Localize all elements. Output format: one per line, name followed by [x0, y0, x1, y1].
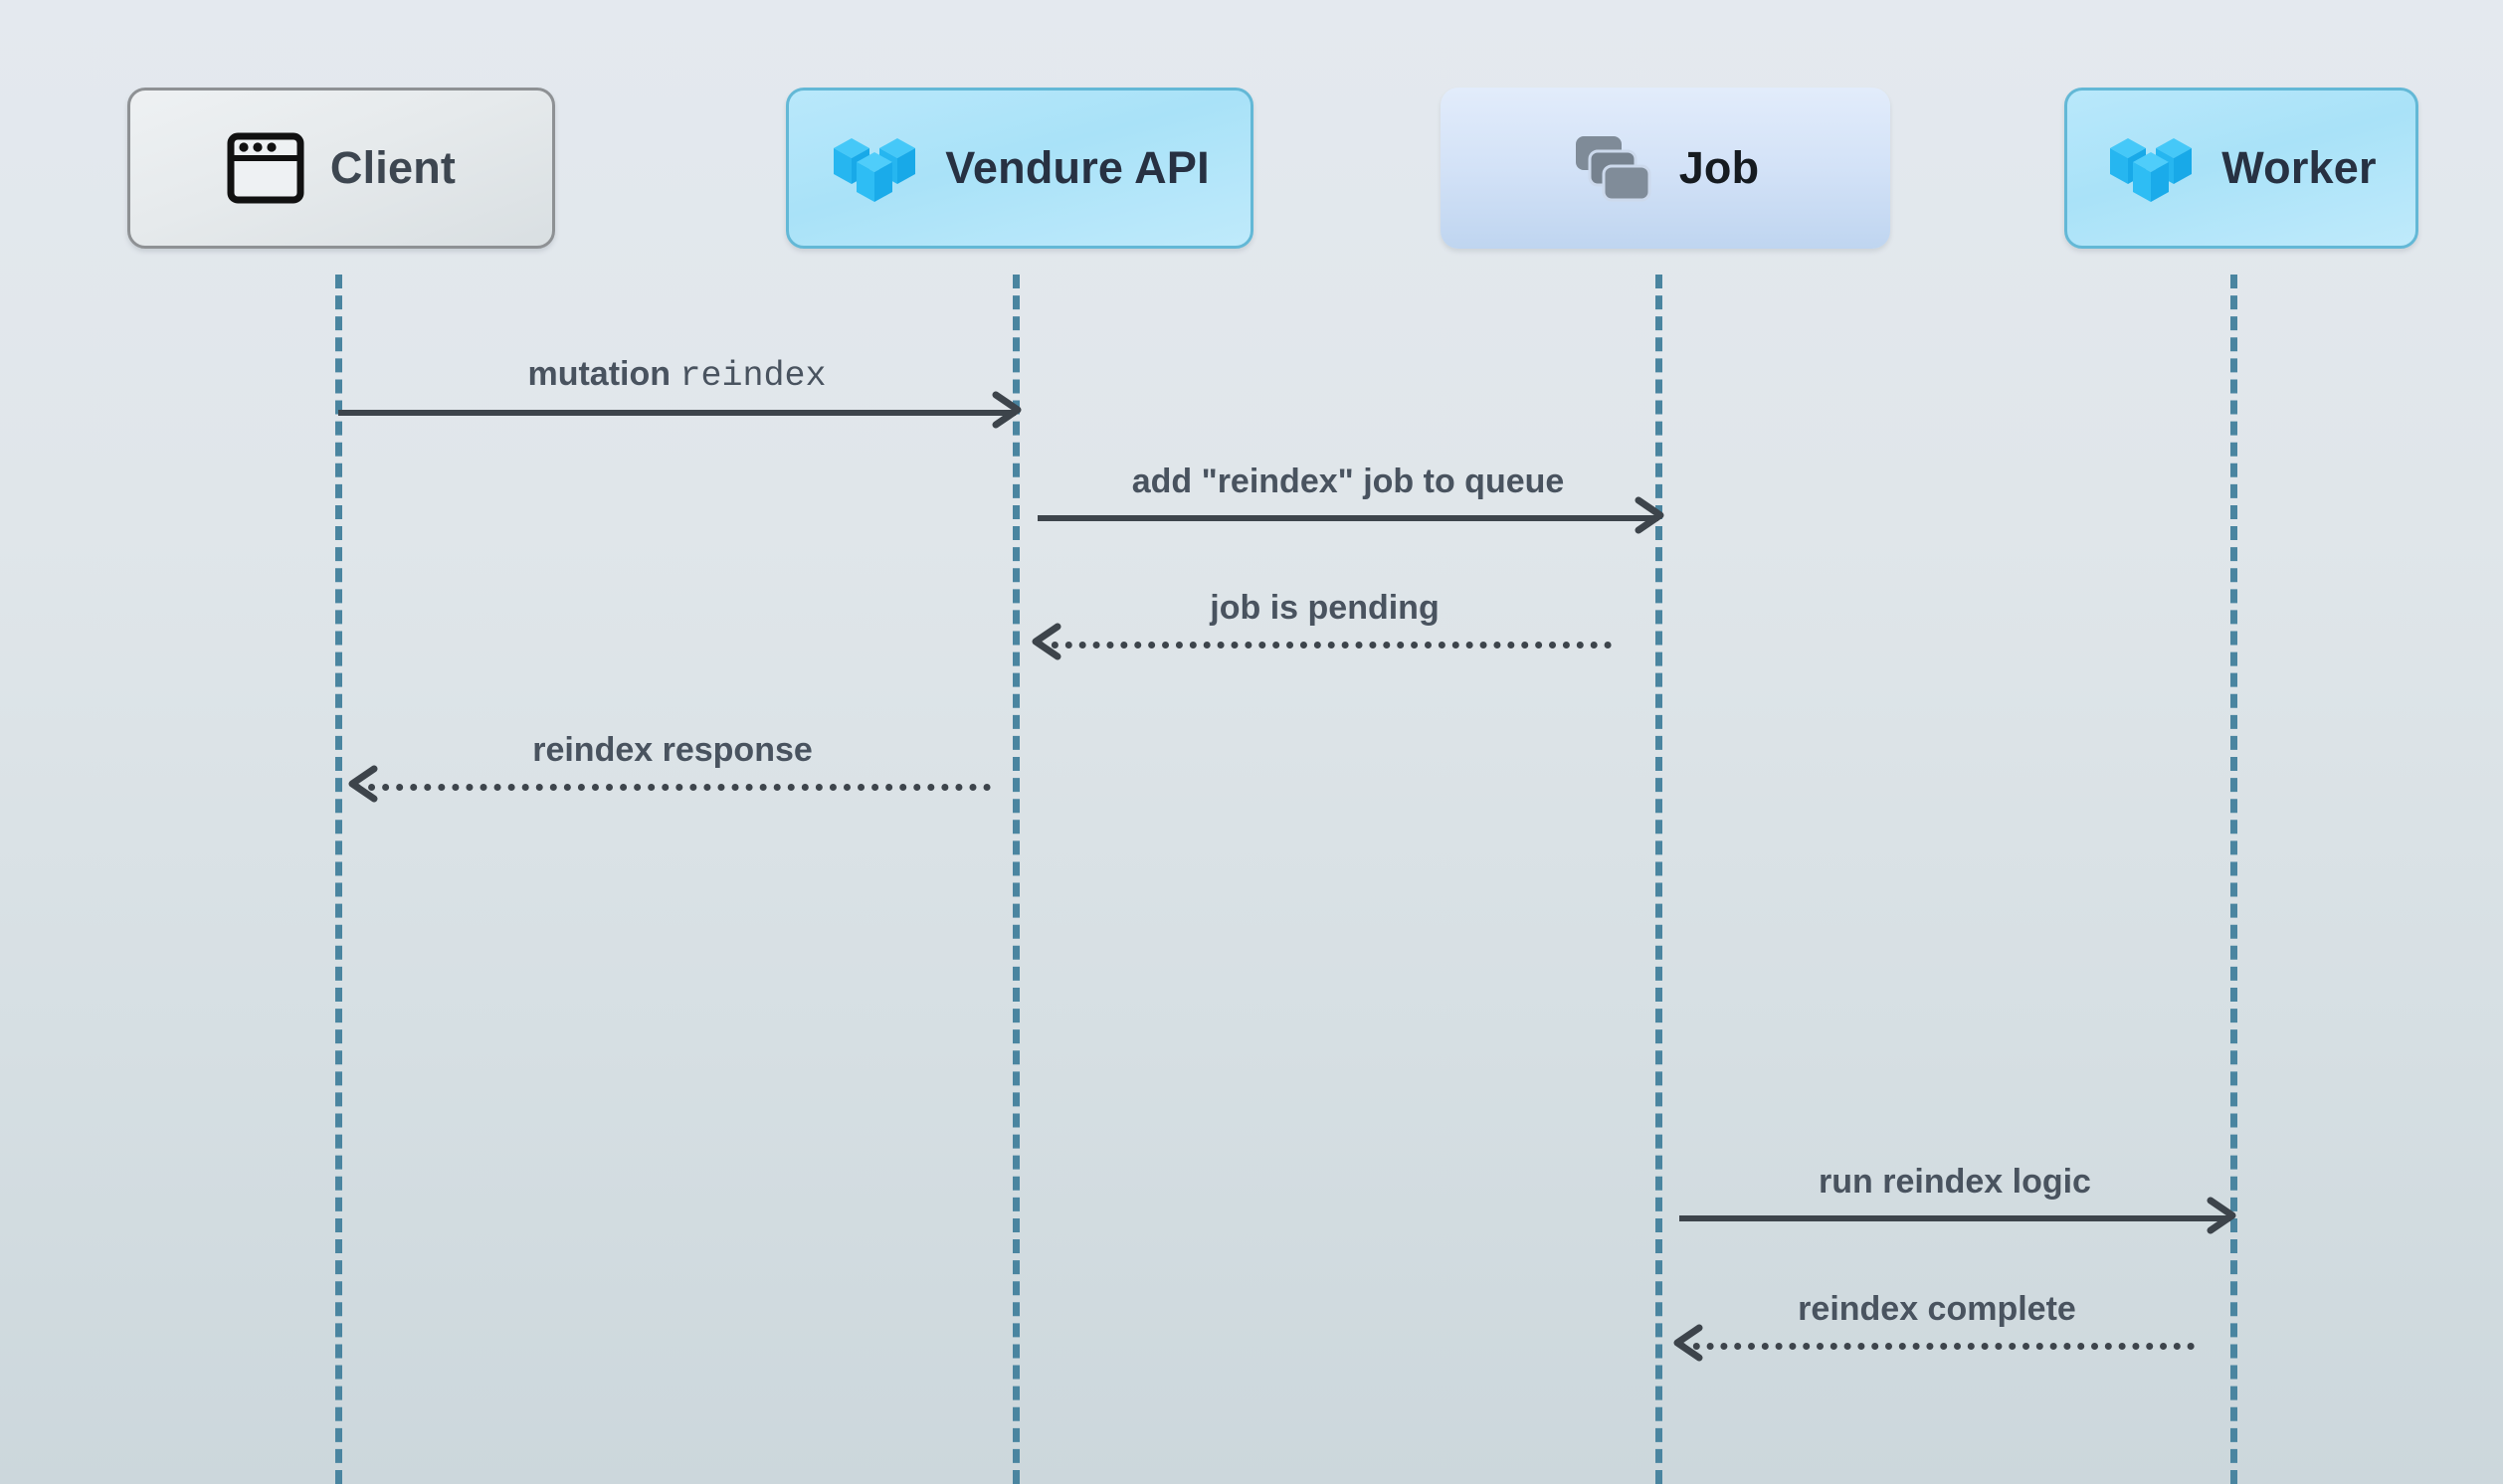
participant-label-job: Job [1678, 142, 1760, 193]
message-line [1679, 1343, 2195, 1350]
message-line [338, 410, 1016, 416]
message-label: reindex response [532, 731, 813, 769]
participant-label-worker: Worker [2221, 142, 2377, 193]
message-label: run reindex logic [1819, 1163, 2091, 1201]
arrowhead-left-icon [1673, 1324, 1703, 1362]
message-label-part-text: mutation [527, 355, 672, 393]
arrowhead-right-icon [1635, 496, 1664, 534]
message-label: add "reindex" job to queue [1131, 463, 1565, 500]
message-label: reindex complete [1798, 1290, 2076, 1328]
participant-label-vendure-api: Vendure API [945, 142, 1210, 193]
message-line [354, 784, 991, 791]
participant-box-worker[interactable]: Worker [2064, 88, 2418, 249]
message-label-part-code: reindex [679, 356, 827, 396]
participant-box-vendure-api[interactable]: Vendure API [786, 88, 1253, 249]
participant-box-job[interactable]: Job [1441, 88, 1890, 249]
message-line [1038, 515, 1658, 521]
browser-window-icon [227, 132, 304, 204]
arrowhead-right-icon [992, 391, 1022, 429]
message-label: mutation reindex [338, 355, 1016, 396]
arrowhead-left-icon [1032, 623, 1061, 660]
participant-box-client[interactable]: Client [127, 88, 555, 249]
message-line [1679, 1215, 2230, 1221]
arrowhead-right-icon [2207, 1197, 2236, 1234]
message-line [1038, 642, 1612, 649]
lifeline-job [1655, 275, 1662, 1484]
participant-label-client: Client [329, 142, 457, 193]
message-label: job is pending [1210, 589, 1440, 627]
lifeline-worker [2230, 275, 2237, 1484]
stacked-layers-icon [1572, 130, 1653, 206]
lifeline-client [335, 275, 342, 1484]
lifeline-vendure-api [1013, 275, 1020, 1484]
vendure-cubes-logo-icon [2106, 128, 2196, 208]
arrowhead-left-icon [348, 765, 378, 803]
vendure-cubes-logo-icon [830, 128, 919, 208]
